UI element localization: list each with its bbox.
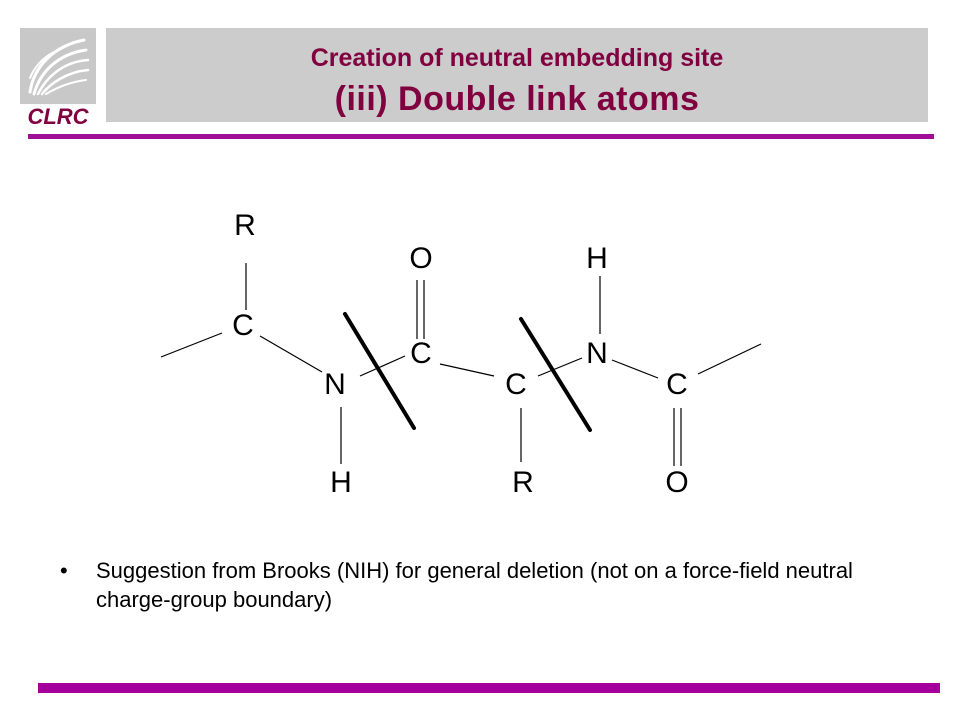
cut-line-left bbox=[343, 312, 416, 430]
bond-chain-left bbox=[160, 332, 223, 358]
bond-n-c-right bbox=[611, 359, 659, 379]
bond-c-calpha bbox=[439, 363, 495, 377]
top-divider bbox=[28, 134, 934, 139]
atom-r-bottom: R bbox=[512, 466, 534, 499]
atom-labels: R C N H O C C R H N C O bbox=[232, 209, 689, 499]
bottom-divider bbox=[38, 683, 940, 693]
bullet-marker: • bbox=[60, 558, 68, 583]
bond-n-c bbox=[359, 355, 406, 377]
bond-c-n bbox=[259, 335, 323, 373]
atom-c-right: C bbox=[666, 368, 688, 401]
atom-c-alpha: C bbox=[505, 368, 527, 401]
bonds bbox=[160, 263, 762, 466]
atom-n-right: N bbox=[586, 337, 608, 370]
bond-calpha-n bbox=[537, 357, 583, 377]
title-panel: Creation of neutral embedding site (iii)… bbox=[106, 28, 928, 122]
clrc-swirl-logo-icon: CLRC bbox=[20, 28, 96, 129]
cut-lines bbox=[343, 312, 592, 432]
atom-c-top: C bbox=[232, 309, 254, 342]
atom-o-bottom-right: O bbox=[665, 466, 688, 499]
atom-o-top: O bbox=[409, 242, 432, 275]
bond-chain-right bbox=[697, 343, 762, 375]
clrc-logo: CLRC bbox=[20, 28, 96, 129]
page-subtitle: (iii) Double link atoms bbox=[334, 80, 700, 118]
bullet-text: Suggestion from Brooks (NIH) for general… bbox=[96, 558, 853, 612]
logo-text: CLRC bbox=[27, 104, 89, 128]
atom-h-bottom-left: H bbox=[330, 466, 352, 499]
page-title: Creation of neutral embedding site bbox=[310, 44, 724, 72]
cut-line-right bbox=[519, 317, 592, 432]
atom-r-top: R bbox=[234, 209, 256, 242]
atom-h-top-right: H bbox=[586, 242, 608, 275]
atom-c-carbonyl: C bbox=[410, 337, 432, 370]
atom-n-left: N bbox=[324, 368, 346, 401]
